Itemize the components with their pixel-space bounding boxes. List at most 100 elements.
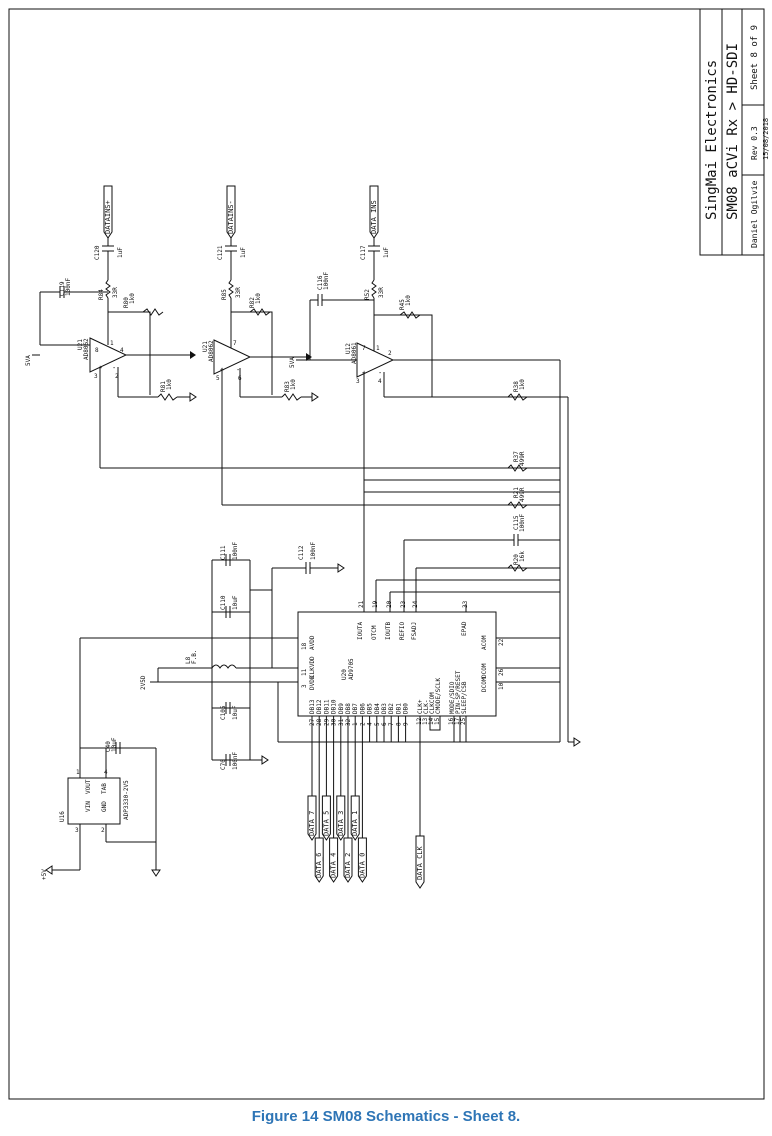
svg-text:C115: C115: [513, 515, 520, 530]
svg-text:IOUTA: IOUTA: [357, 622, 364, 640]
dac-pin-label: DB8: [345, 703, 352, 714]
svg-text:6: 6: [238, 375, 242, 382]
svg-text:10uF: 10uF: [232, 595, 239, 610]
svg-text:R38: R38: [513, 381, 520, 392]
svg-text:R84: R84: [98, 289, 105, 300]
svg-text:15: 15: [434, 717, 441, 725]
svg-text:1uF: 1uF: [383, 247, 390, 258]
svg-text:-: -: [112, 364, 116, 372]
svg-text:499R: 499R: [519, 451, 526, 466]
svg-text:R21: R21: [513, 487, 520, 498]
svg-text:C120: C120: [94, 245, 101, 260]
svg-text:DCOM: DCOM: [481, 663, 488, 678]
svg-text:AD9705: AD9705: [348, 658, 355, 680]
net-flag-data-2: DATA_2: [343, 837, 353, 883]
svg-text:25: 25: [460, 717, 467, 725]
svg-text:20: 20: [386, 600, 393, 608]
opamp-u21a: C119 100nF C120 1uF R84 33R R80 1k0 R81 …: [25, 238, 197, 468]
svg-text:R83: R83: [284, 381, 291, 392]
svg-text:R45: R45: [399, 299, 406, 310]
svg-text:GND: GND: [101, 801, 108, 812]
svg-text:1k0: 1k0: [166, 379, 173, 390]
svg-text:1k0: 1k0: [519, 379, 526, 390]
svg-text:10uF: 10uF: [232, 705, 239, 720]
svg-text:SLEEP/CSB: SLEEP/CSB: [461, 681, 468, 714]
svg-text:13: 13: [422, 717, 429, 725]
svg-text:3: 3: [301, 684, 308, 688]
svg-text:3: 3: [356, 378, 360, 385]
dac-pin-label: DB11: [323, 699, 330, 714]
dac-pin-label: DB13: [309, 699, 316, 714]
svg-text:100nF: 100nF: [310, 542, 317, 560]
svg-text:33: 33: [462, 600, 469, 608]
net-flag-data-7: DATA_7: [307, 795, 317, 841]
svg-text:1: 1: [376, 345, 380, 352]
svg-text:U20: U20: [341, 669, 348, 680]
svg-text:-: -: [236, 366, 240, 374]
svg-text:REFIO: REFIO: [399, 622, 406, 640]
regulator-u16: VIN VOUT GND TAB 1 4 3 2 U16 ADP3330-2V5…: [41, 737, 161, 880]
figure-caption: Figure 14 SM08 Schematics - Sheet 8.: [251, 1108, 521, 1125]
svg-text:1k0: 1k0: [290, 379, 297, 390]
svg-text:100nF: 100nF: [323, 272, 330, 290]
svg-text:R82: R82: [249, 297, 256, 308]
opamp-u21b: C121 1uF R85 33R R82 1k0 R83 1k0 U21 AD8…: [202, 238, 319, 505]
dac-pin-label: DB1: [395, 703, 402, 714]
dac-pin-label: DB2: [388, 703, 395, 714]
data-bus-flags: DATA_7DATA_6DATA_5DATA_4DATA_3DATA_2DATA…: [307, 716, 367, 883]
svg-text:1: 1: [110, 340, 114, 347]
svg-text:4: 4: [378, 378, 382, 385]
svg-text:DATAINS+: DATAINS+: [104, 200, 112, 234]
svg-text:U16: U16: [59, 811, 66, 822]
svg-text:U12: U12: [345, 343, 352, 354]
svg-text:7: 7: [362, 345, 366, 352]
svg-text:5: 5: [216, 375, 220, 382]
svg-text:R80: R80: [123, 297, 130, 308]
net-flag-datains-minus: DATAINS-: [226, 185, 236, 239]
svg-text:C111: C111: [220, 545, 227, 560]
revision: Rev 0.3: [750, 126, 759, 160]
svg-text:AD8061: AD8061: [351, 342, 358, 364]
svg-text:F.B.: F.B.: [191, 650, 198, 664]
title-block: SingMai Electronics SM08 aCVi Rx > HD-SD…: [699, 8, 770, 256]
svg-text:100nF: 100nF: [65, 278, 72, 296]
svg-text:4: 4: [104, 769, 108, 776]
net-flag-label: DATA_2: [344, 853, 352, 878]
svg-text:18: 18: [301, 642, 308, 650]
svg-text:PIN-SP/RESET: PIN-SP/RESET: [455, 670, 462, 714]
net-flag-data-3: DATA_3: [336, 795, 346, 841]
svg-text:-: -: [378, 369, 382, 377]
svg-text:DCOM: DCOM: [481, 677, 488, 692]
svg-text:VIN: VIN: [85, 801, 92, 812]
svg-text:R85: R85: [221, 289, 228, 300]
svg-text:CLK+: CLK+: [417, 699, 424, 714]
svg-text:19: 19: [372, 600, 379, 608]
dac-pin-label: DB4: [374, 703, 381, 714]
net-flag-data-6: DATA_6: [314, 837, 324, 883]
svg-text:U21: U21: [202, 341, 209, 352]
svg-text:23: 23: [400, 600, 407, 608]
svg-text:MODE/SDIO: MODE/SDIO: [449, 681, 456, 714]
svg-text:DATAINS-: DATAINS-: [227, 200, 235, 234]
svg-text:U21: U21: [77, 339, 84, 350]
svg-text:+: +: [362, 369, 366, 377]
svg-text:14: 14: [428, 717, 435, 725]
svg-text:+: +: [220, 366, 224, 374]
net-flag-data-clk: DATA_CLK: [415, 835, 425, 889]
date: 15/08/2018: [762, 118, 770, 160]
svg-text:R37: R37: [513, 451, 520, 462]
svg-text:FSADJ: FSADJ: [411, 622, 418, 640]
svg-text:C110: C110: [220, 595, 227, 610]
net-flag-label: DATA_7: [308, 811, 316, 836]
svg-text:3: 3: [94, 373, 98, 380]
svg-text:499R: 499R: [519, 487, 526, 502]
svg-text:1uF: 1uF: [240, 247, 247, 258]
net-flag-label: DATA_3: [337, 811, 345, 836]
svg-text:ACOM: ACOM: [481, 635, 488, 650]
schematic-sheet: SingMai Electronics SM08 aCVi Rx > HD-SD…: [8, 8, 770, 1100]
net-flag-label: DATA_6: [315, 853, 323, 878]
svg-text:2: 2: [101, 827, 105, 834]
svg-text:CLKCOM: CLKCOM: [429, 692, 436, 714]
dac-pin-label: DB5: [367, 703, 374, 714]
svg-text:C112: C112: [298, 545, 305, 560]
